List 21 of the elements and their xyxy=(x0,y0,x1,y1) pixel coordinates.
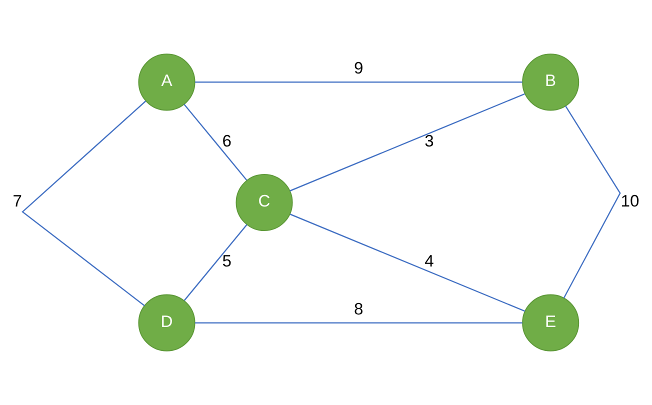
node-circle: E xyxy=(522,294,580,352)
edge-label: 8 xyxy=(354,299,364,318)
edge-label: 9 xyxy=(354,58,364,78)
edge-label: 4 xyxy=(424,252,434,271)
connector xyxy=(22,100,146,306)
node-circle: A xyxy=(138,54,196,111)
connector xyxy=(184,224,248,301)
edge-label: 3 xyxy=(424,131,434,150)
connector xyxy=(194,82,522,83)
node-circle: B xyxy=(522,54,580,111)
edge-label: 5 xyxy=(222,252,232,271)
edge-label: 10 xyxy=(620,191,640,210)
connector xyxy=(563,106,621,298)
connector xyxy=(290,214,526,312)
connector xyxy=(184,104,248,180)
node-circle: C xyxy=(236,174,293,232)
edge-label: 6 xyxy=(222,131,232,150)
node-circle: D xyxy=(138,294,196,352)
connector xyxy=(194,322,522,324)
edge-label: 7 xyxy=(12,191,22,210)
connector xyxy=(290,93,525,192)
